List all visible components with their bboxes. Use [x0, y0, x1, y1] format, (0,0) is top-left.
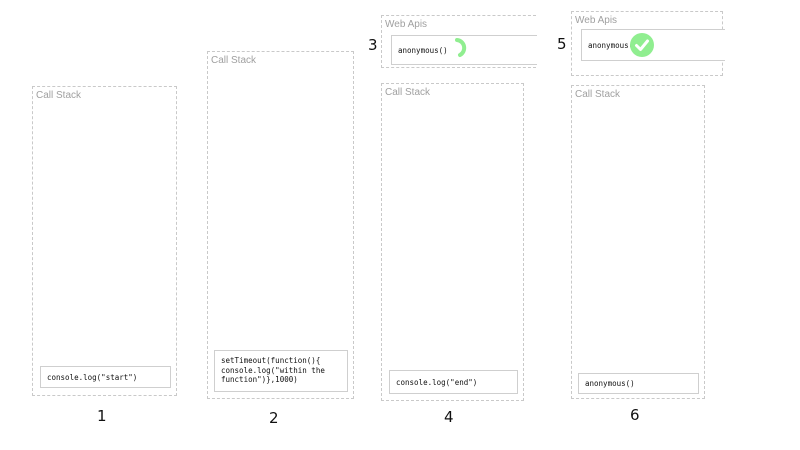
step-number-6: 6: [630, 406, 640, 424]
call-stack-2: Call Stack setTimeout(function(){ consol…: [207, 51, 354, 399]
step-number-5: 5: [557, 35, 567, 53]
step-number-3: 3: [368, 36, 378, 54]
web-apis-3: Web Apis anonymous(): [381, 15, 537, 68]
spinner-icon: [455, 38, 467, 57]
check-icon: [630, 33, 654, 57]
step-number-4: 4: [444, 408, 454, 426]
web-apis-5-title: Web Apis: [575, 15, 618, 26]
call-stack-6: Call Stack anonymous(): [571, 85, 705, 399]
call-stack-1-frame: console.log("start"): [40, 366, 171, 388]
call-stack-4-title: Call Stack: [385, 87, 431, 98]
call-stack-4: Call Stack console.log("end"): [381, 83, 524, 401]
call-stack-4-frame: console.log("end"): [389, 370, 518, 394]
step-number-1: 1: [97, 407, 107, 425]
call-stack-2-frame: setTimeout(function(){ console.log("with…: [214, 350, 348, 392]
call-stack-6-title: Call Stack: [575, 89, 621, 100]
call-stack-6-frame: anonymous(): [578, 373, 699, 394]
call-stack-1: Call Stack console.log("start"): [32, 86, 177, 396]
call-stack-2-title: Call Stack: [211, 55, 257, 66]
call-stack-1-title: Call Stack: [36, 90, 82, 101]
web-apis-3-title: Web Apis: [385, 19, 428, 30]
step-number-2: 2: [269, 409, 279, 427]
